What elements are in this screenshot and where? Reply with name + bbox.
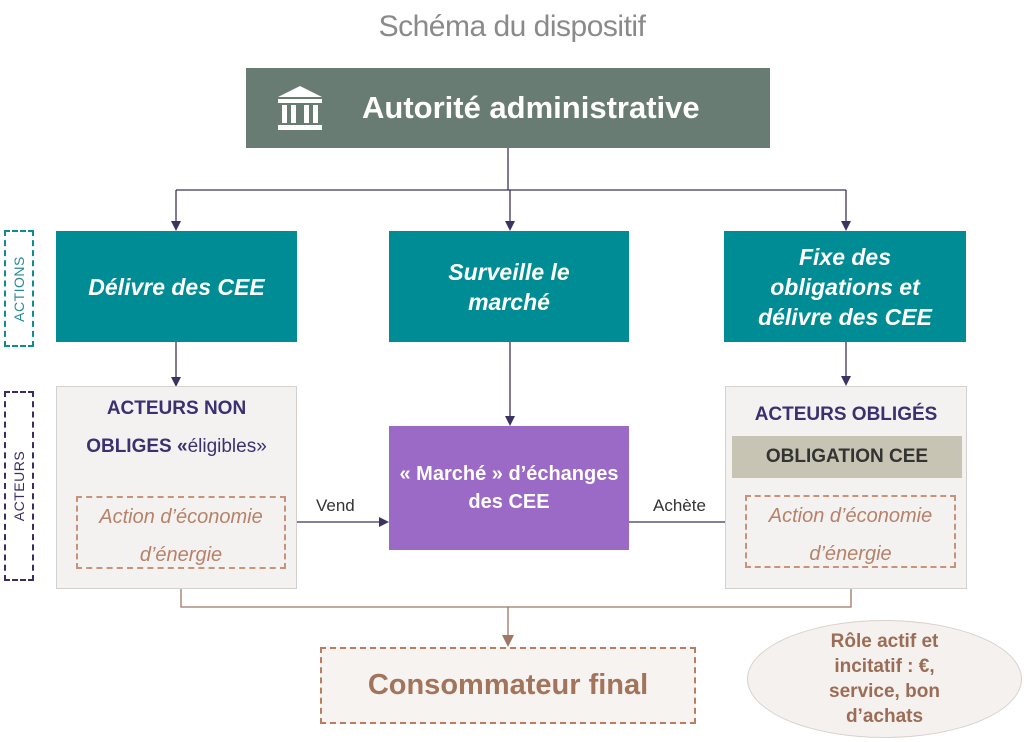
non-obliges-bold: OBLIGES « bbox=[86, 436, 188, 457]
authority-box: Autorité administrative bbox=[246, 68, 770, 148]
acteurs-side-tag: ACTEURS bbox=[4, 391, 34, 581]
action-delivre-box: Délivre des CEE bbox=[56, 231, 297, 342]
action-surveille-box: Surveille le marché bbox=[389, 231, 629, 342]
role-ellipse: Rôle actif et incitatif : €, service, bo… bbox=[747, 620, 1022, 738]
bank-building-icon bbox=[278, 86, 322, 130]
actions-tag-label: ACTIONS bbox=[11, 255, 28, 322]
marche-echanges-box: « Marché » d’échanges des CEE bbox=[389, 426, 629, 550]
acteurs-tag-label: ACTEURS bbox=[11, 450, 27, 522]
non-obliges-title-line1: ACTEURS NON bbox=[106, 398, 247, 419]
obligation-cee-band: OBLIGATION CEE bbox=[732, 436, 962, 478]
vend-label: Vend bbox=[316, 496, 355, 515]
non-obliges-eligibles: éligibles» bbox=[187, 436, 267, 457]
actions-side-tag: ACTIONS bbox=[4, 230, 34, 347]
action-fixe-box: Fixe des obligations et délivre des CEE bbox=[724, 231, 966, 342]
consommateur-final-box: Consommateur final bbox=[320, 647, 696, 724]
action-economie-right: Action d’économie d’énergie bbox=[745, 495, 956, 568]
role-text: Rôle actif et incitatif : €, service, bo… bbox=[829, 631, 940, 727]
obliges-title: ACTEURS OBLIGÉS bbox=[754, 404, 938, 425]
diagram-title: Schéma du dispositif bbox=[378, 10, 646, 43]
authority-label: Autorité administrative bbox=[362, 90, 700, 125]
obliges-panel bbox=[725, 386, 967, 589]
action-economie-left: Action d’économie d’énergie bbox=[76, 496, 286, 569]
non-obliges-title-line2: OBLIGES «éligibles» bbox=[56, 436, 297, 458]
non-obliges-panel bbox=[56, 386, 297, 589]
achete-label: Achète bbox=[653, 496, 706, 515]
